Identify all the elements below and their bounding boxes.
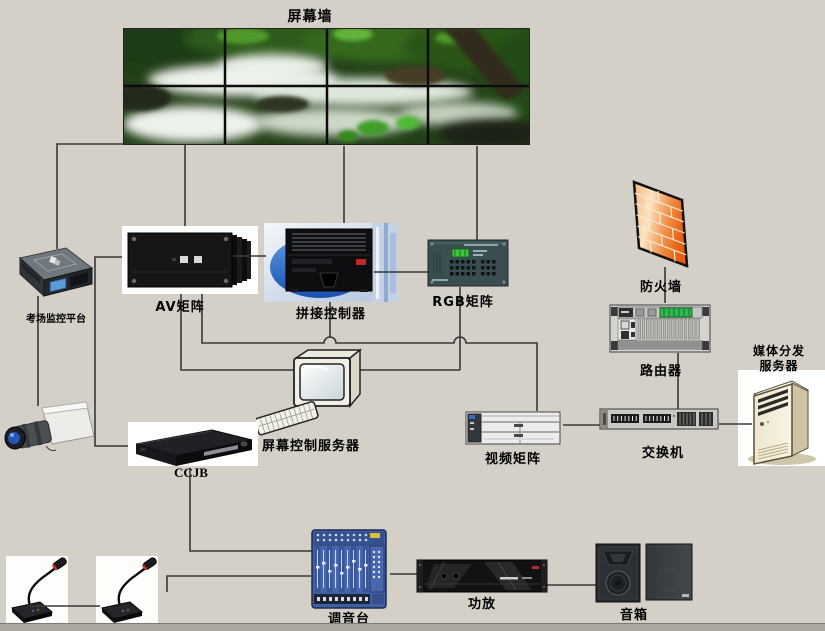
switch-label: 交换机 xyxy=(641,446,685,461)
splice-controller-label: 拼接控制器 xyxy=(295,307,367,322)
media-server-label: 媒体分发 服务器 xyxy=(753,344,805,374)
amplifier-label: 功放 xyxy=(467,597,497,612)
microphone-icon xyxy=(6,556,68,626)
av-matrix xyxy=(122,226,258,294)
switch-icon xyxy=(599,408,719,430)
ccjb-label: CCJB xyxy=(174,465,208,480)
mixer-icon xyxy=(311,529,387,609)
firewall-label: 防火墙 xyxy=(639,280,683,295)
firewall-icon xyxy=(632,180,689,268)
amplifier xyxy=(414,554,552,600)
surveillance-camera xyxy=(0,398,98,460)
screen-wall-image xyxy=(123,28,530,145)
video-matrix-icon xyxy=(465,411,561,445)
media-server-icon xyxy=(738,370,825,466)
screen-control-server-icon xyxy=(256,348,363,436)
rgb-matrix-icon xyxy=(427,239,509,287)
screen-wall-label: 屏幕墙 xyxy=(287,9,333,25)
router xyxy=(608,302,712,356)
splice-controller-icon xyxy=(264,223,398,302)
firewall xyxy=(626,174,696,276)
speakers xyxy=(594,540,698,606)
rgb-matrix-label: RGB矩阵 xyxy=(432,295,494,310)
camera-icon xyxy=(4,401,95,451)
ccjb-icon xyxy=(128,422,258,466)
av-matrix-icon xyxy=(122,226,258,294)
microphone-icon xyxy=(96,556,158,626)
window-bottom-edge xyxy=(0,623,825,631)
microphone-1 xyxy=(6,556,68,626)
media-server xyxy=(738,370,825,466)
microphone-2 xyxy=(96,556,158,626)
splice-controller xyxy=(264,223,398,302)
screen-control-server-label: 屏幕控制服务器 xyxy=(261,439,361,454)
av-matrix-label: AV矩阵 xyxy=(155,300,205,315)
amplifier-icon xyxy=(416,559,548,593)
rgb-matrix xyxy=(424,234,516,294)
exam-monitor-platform xyxy=(4,244,96,306)
router-icon xyxy=(609,304,711,353)
ccjb-unit xyxy=(126,422,262,470)
video-matrix-label: 视频矩阵 xyxy=(484,452,542,467)
speakers-icon xyxy=(595,543,693,603)
screen-wall xyxy=(123,28,530,145)
video-matrix xyxy=(464,408,564,448)
media-server-label-line1: 媒体分发 xyxy=(752,344,806,358)
exam-monitor-platform-icon xyxy=(18,247,94,298)
screen-control-server xyxy=(256,346,368,438)
exam-monitor-platform-label: 考场监控平台 xyxy=(26,314,86,325)
router-label: 路由器 xyxy=(639,364,683,379)
media-server-label-line2: 服务器 xyxy=(759,359,799,373)
mixer xyxy=(306,526,394,614)
speakers-label: 音箱 xyxy=(619,608,649,623)
network-switch xyxy=(598,406,722,432)
